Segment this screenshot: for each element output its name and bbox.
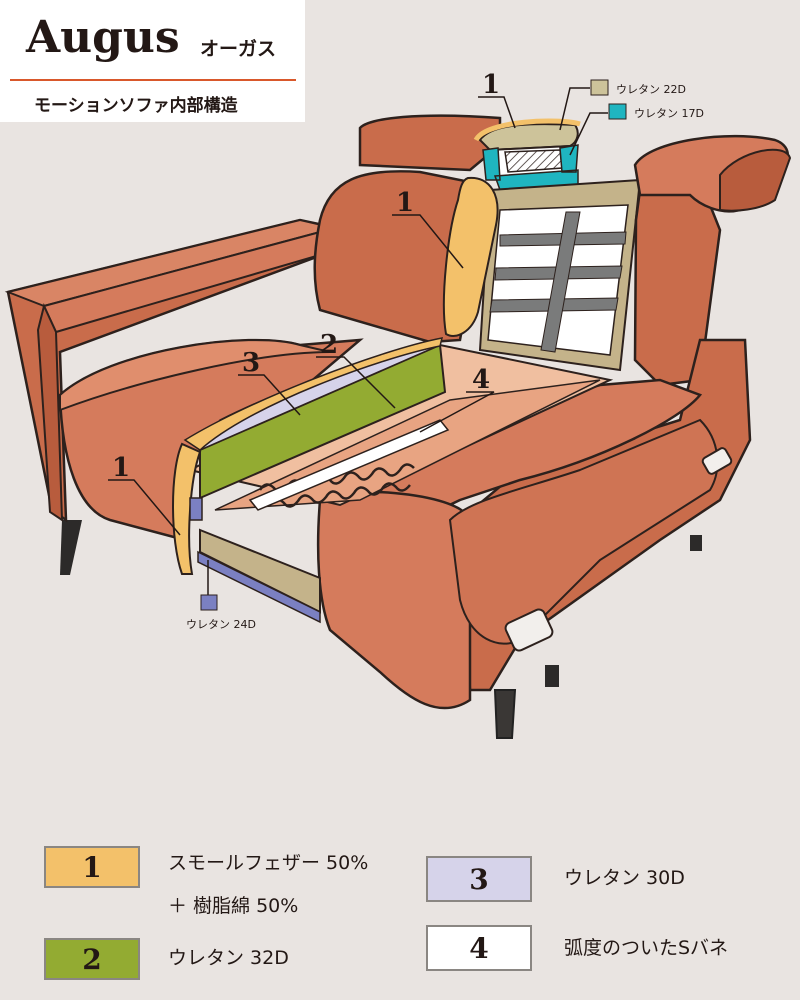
page-subtitle: モーションソファ内部構造 <box>34 96 238 116</box>
back-leg-2 <box>690 535 702 551</box>
sofa-cutaway-diagram: 1 1 2 3 4 1 ウレタン 22D ウレタン 17D ウレタン 24D <box>4 70 792 739</box>
swatch-urethane-22d <box>590 79 609 96</box>
headrest-cut-hatch <box>504 149 563 173</box>
label-urethane-22d: ウレタン 22D <box>616 83 686 96</box>
seat-front-foam-yellow <box>172 442 202 575</box>
recline-handle-1 <box>504 608 554 652</box>
legend-swatch-2: 2 <box>44 938 140 980</box>
back-cushion-foam <box>442 176 499 337</box>
brand-name: Augus <box>26 12 180 63</box>
seat-blue-block <box>189 497 203 521</box>
back-webbing <box>489 211 627 353</box>
spring-rail <box>248 419 450 511</box>
callout-backrest: 1 <box>396 188 414 218</box>
legend-swatch-3: 3 <box>426 856 532 902</box>
callout-springs: 4 <box>472 365 490 395</box>
legend-text-3: ウレタン 30D <box>564 867 685 889</box>
swatch-urethane-17d <box>608 103 627 120</box>
title-divider <box>10 79 296 81</box>
legend-swatch-1: 1 <box>44 846 140 888</box>
recline-handle-2 <box>701 447 733 475</box>
swatch-urethane-24d <box>200 594 218 611</box>
label-urethane-17d: ウレタン 17D <box>634 107 704 120</box>
brand-kana: オーガス <box>200 38 277 60</box>
right-headrest-tip <box>719 148 792 212</box>
left-arm-inner-face <box>36 303 64 522</box>
headrest-left <box>358 114 502 172</box>
callout-arm: 1 <box>112 453 130 483</box>
callout-seat-3: 3 <box>242 348 260 378</box>
headrest-cut-teal <box>482 144 579 191</box>
callout-headrest: 1 <box>482 70 500 100</box>
callout-seat-2: 2 <box>320 330 338 360</box>
legend-text-4: 弧度のついたSバネ <box>564 937 729 959</box>
back-leg <box>545 665 559 687</box>
callout-lines <box>108 87 608 597</box>
legend-text-1a: スモールフェザー 50% <box>168 852 369 874</box>
left-seat-top <box>59 339 331 412</box>
legend-text-1b: ＋ 樹脂綿 50% <box>168 895 299 917</box>
front-left-leg <box>60 520 82 575</box>
seat-frame-blue <box>197 550 321 624</box>
seat-layer-1-yellow-top <box>183 337 444 451</box>
legend-text-2: ウレタン 32D <box>168 947 289 969</box>
headrest-cut-outline <box>473 118 581 142</box>
title-card: Augus オーガス モーションソファ内部構造 <box>0 0 305 122</box>
label-urethane-24d: ウレタン 24D <box>186 618 256 631</box>
right-arm-front <box>316 490 472 710</box>
legend-swatch-4: 4 <box>426 925 532 971</box>
front-right-leg <box>493 689 517 739</box>
